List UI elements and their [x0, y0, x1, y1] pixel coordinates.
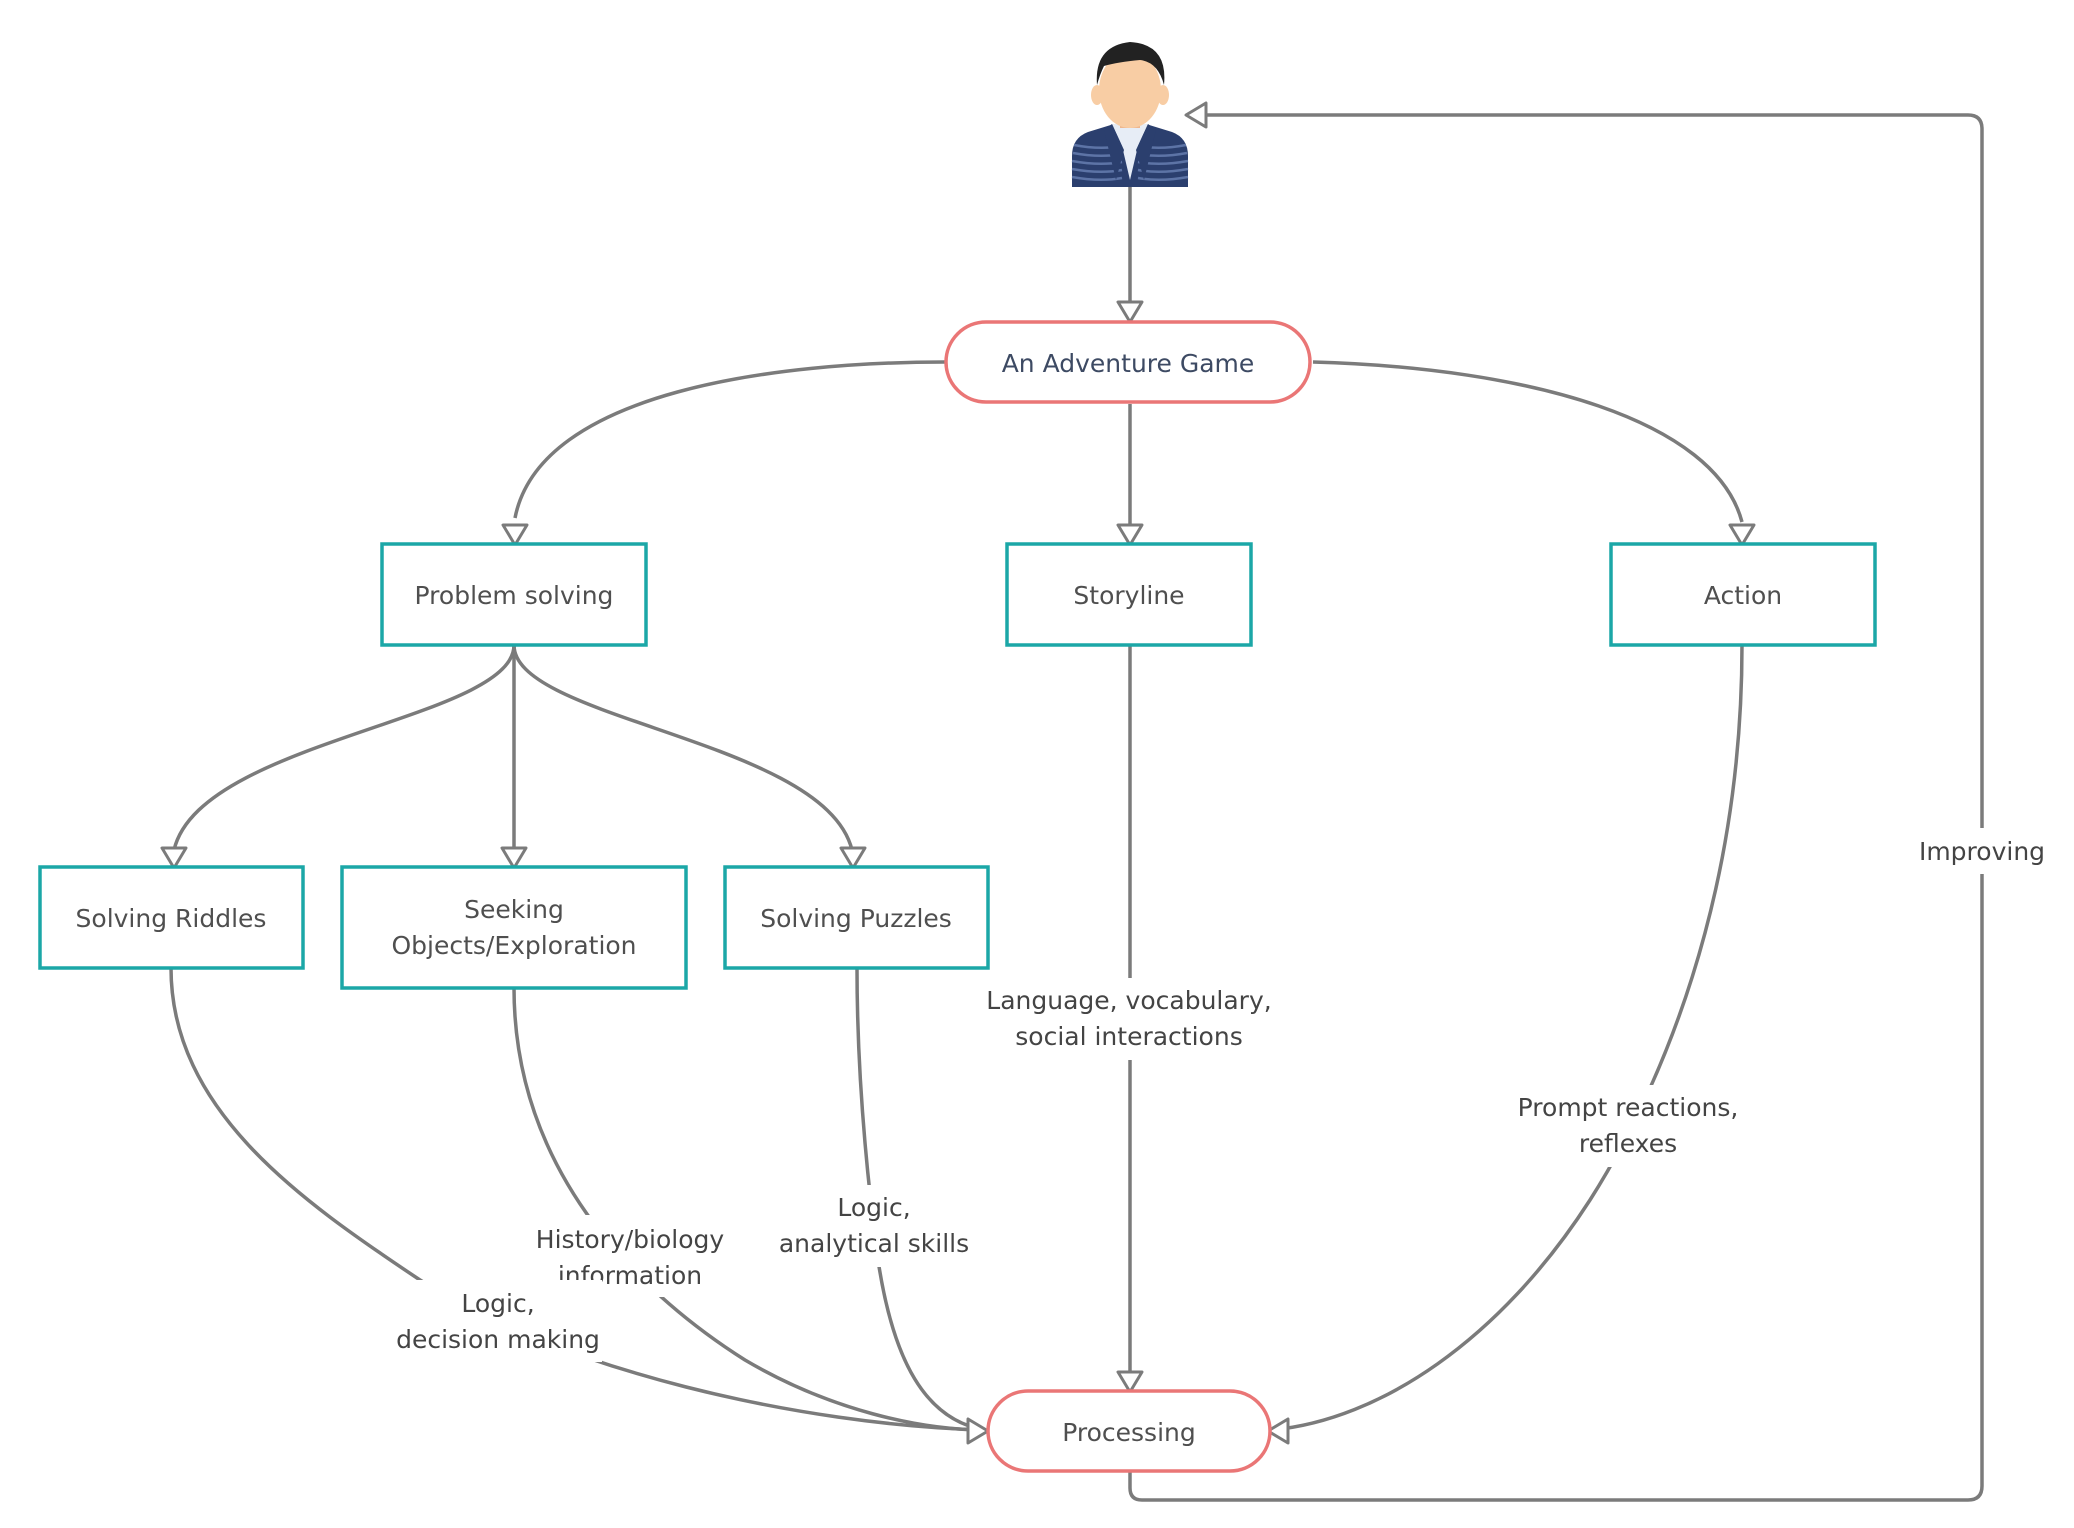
riddles-edge-label-line2: decision making: [396, 1325, 600, 1354]
arrowhead-action: [1728, 523, 1756, 547]
node-action: Action: [1609, 542, 1877, 647]
arrowhead-processing-top: [1116, 1370, 1144, 1394]
arrowhead-storyline: [1116, 523, 1144, 547]
action-edge-label-line1: Prompt reactions,: [1518, 1093, 1739, 1122]
arrowhead-processing-left: [966, 1417, 990, 1445]
problem-solving-label: Problem solving: [415, 581, 614, 610]
storyline-edge-label-line2: social interactions: [1015, 1022, 1242, 1051]
edge-problem-to-riddles: [172, 644, 516, 851]
node-solving-puzzles: Solving Puzzles: [723, 865, 990, 970]
edge-processing-feedback: [1128, 113, 1984, 1502]
person-icon: [1071, 42, 1189, 187]
riddles-edge-label-line1: Logic,: [461, 1289, 534, 1318]
node-storyline: Storyline: [1005, 542, 1253, 647]
arrowhead-riddles: [160, 846, 188, 870]
storyline-label: Storyline: [1073, 581, 1184, 610]
feedback-edge-label: Improving: [1919, 837, 2045, 866]
edges: [169, 113, 1984, 1502]
seeking-label-line1: Seeking: [464, 895, 564, 924]
arrowheads: [160, 101, 1756, 1445]
arrowhead-puzzles: [839, 846, 867, 870]
node-processing: Processing: [986, 1389, 1272, 1473]
node-solving-riddles: Solving Riddles: [38, 865, 305, 970]
edge-seeking-to-processing: [512, 987, 986, 1432]
node-problem-solving: Problem solving: [380, 542, 648, 647]
solving-riddles-label: Solving Riddles: [76, 904, 267, 933]
edge-game-to-problem: [513, 360, 946, 519]
storyline-edge-label-line1: Language, vocabulary,: [986, 986, 1271, 1015]
puzzles-edge-label-line2: analytical skills: [779, 1229, 969, 1258]
edge-label-action: Prompt reactions, reflexes: [1510, 1085, 1746, 1167]
edge-problem-to-puzzles: [512, 644, 854, 851]
processing-label: Processing: [1062, 1418, 1196, 1447]
edge-label-riddles: Logic, decision making: [392, 1280, 602, 1362]
edge-label-storyline: Language, vocabulary, social interaction…: [980, 978, 1280, 1060]
seeking-label-line2: Objects/Exploration: [391, 931, 636, 960]
action-edge-label-line2: reflexes: [1579, 1129, 1677, 1158]
arrowhead-problem: [501, 523, 529, 547]
arrowhead-processing-right: [1266, 1417, 1290, 1445]
edge-game-to-action: [1312, 360, 1744, 523]
edge-action-to-processing: [1271, 644, 1744, 1432]
puzzles-edge-label-line1: Logic,: [837, 1193, 910, 1222]
arrowhead-game: [1116, 300, 1144, 324]
edge-label-feedback: Improving: [1918, 828, 2046, 874]
seeking-edge-label-line1: History/biology: [536, 1225, 725, 1254]
edge-label-puzzles: Logic, analytical skills: [779, 1185, 970, 1267]
game-label: An Adventure Game: [1002, 349, 1255, 378]
node-seeking-objects: Seeking Objects/Exploration: [340, 865, 688, 990]
arrowhead-seeking: [500, 846, 528, 870]
arrowhead-user: [1184, 101, 1208, 129]
action-label: Action: [1704, 581, 1782, 610]
node-game: An Adventure Game: [944, 320, 1312, 404]
edge-label-seeking: History/biology information: [530, 1215, 730, 1297]
solving-puzzles-label: Solving Puzzles: [760, 904, 952, 933]
